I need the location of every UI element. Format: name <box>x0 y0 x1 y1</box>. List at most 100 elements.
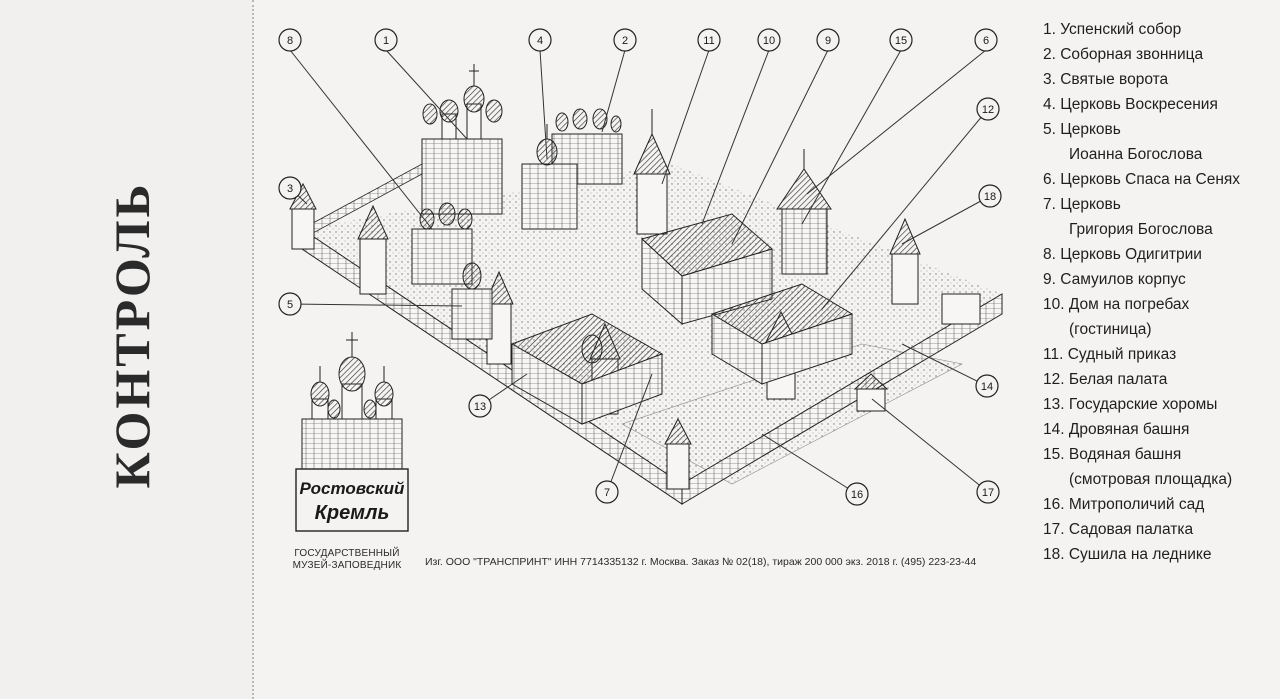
marker-8: 8 <box>278 28 302 52</box>
imprint-text: Изг. ООО "ТРАНСПРИНТ" ИНН 7714335132 г. … <box>425 556 977 568</box>
legend-item: 16. Митрополичий сад <box>1043 492 1275 517</box>
legend-item: 3. Святые ворота <box>1043 67 1275 92</box>
stub-title: КОНТРОЛЬ <box>104 181 160 489</box>
marker-label: 10 <box>763 35 775 47</box>
legend-item-label: 9. Самуилов корпус <box>1043 271 1186 288</box>
marker-label: 6 <box>983 35 989 47</box>
marker-label: 4 <box>537 35 543 47</box>
marker-18: 18 <box>978 184 1002 208</box>
legend-item: 2. Соборная звонница <box>1043 42 1275 67</box>
legend-item-continuation: (смотровая площадка) <box>1069 471 1233 488</box>
marker-1: 1 <box>374 28 398 52</box>
legend-item: 4. Церковь Воскресения <box>1043 92 1275 117</box>
marker-label: 11 <box>703 35 714 47</box>
legend-item: 13. Государские хоромы <box>1043 392 1275 417</box>
marker-5: 5 <box>278 292 302 316</box>
museum-name-line2: МУЗЕЙ-ЗАПОВЕДНИК <box>292 560 402 571</box>
assumption-cathedral <box>421 64 503 215</box>
church-logo-icon <box>295 332 409 532</box>
kremlin-illustration: 8 1 4 2 11 10 9 15 6 12 3 18 5 13 14 7 1… <box>278 28 1003 532</box>
legend-item-label: 4. Церковь Воскресения <box>1043 96 1218 113</box>
marker-label: 16 <box>851 489 863 501</box>
marker-label: 8 <box>287 35 293 47</box>
tsar-chambers <box>510 313 664 425</box>
legend-item: 10. Дом на погребах (гостиница) <box>1043 292 1275 342</box>
marker-label: 15 <box>895 35 907 47</box>
museum-name-line1: ГОСУДАРСТВЕННЫЙ <box>294 548 400 559</box>
legend-item-label: 16. Митрополичий сад <box>1043 496 1205 513</box>
marker-3: 3 <box>278 176 302 200</box>
logo-wordmark-line1: Ростовский <box>300 479 406 498</box>
museum-logo: Ростовский Кремль <box>295 332 409 532</box>
legend-item-label: 18. Сушила на леднике <box>1043 546 1212 563</box>
marker-6: 6 <box>974 28 998 52</box>
legend-item: 6. Церковь Спаса на Сенях <box>1043 167 1275 192</box>
legend-item: 14. Дровяная башня <box>1043 417 1275 442</box>
belfry <box>551 108 623 185</box>
legend-item: 12. Белая палата <box>1043 367 1275 392</box>
legend-item-label: 12. Белая палата <box>1043 371 1168 388</box>
white-chamber <box>710 283 854 385</box>
legend-item-label: 10. Дом на погребах <box>1043 296 1190 313</box>
marker-label: 9 <box>825 35 831 47</box>
church-john <box>451 262 493 340</box>
logo-wordmark-line2: Кремль <box>315 502 390 524</box>
legend-item-label: 8. Церковь Одигитрии <box>1043 246 1202 263</box>
marker-16: 16 <box>845 482 869 506</box>
marker-2: 2 <box>613 28 637 52</box>
museum-name: ГОСУДАРСТВЕННЫЙ МУЗЕЙ-ЗАПОВЕДНИК <box>282 548 412 572</box>
marker-label: 12 <box>982 104 994 116</box>
legend-item-label: 7. Церковь <box>1043 196 1121 213</box>
legend-item: 11. Судный приказ <box>1043 342 1275 367</box>
church-tower <box>633 109 671 235</box>
marker-17: 17 <box>976 480 1000 504</box>
control-stub: КОНТРОЛЬ <box>0 0 252 699</box>
marker-15: 15 <box>889 28 913 52</box>
legend-item-label: 1. Успенский собор <box>1043 21 1182 38</box>
legend-item-continuation: Иоанна Богослова <box>1069 146 1203 163</box>
marker-11: 11 <box>697 28 721 52</box>
marker-13: 13 <box>468 394 492 418</box>
legend-item: 8. Церковь Одигитрии <box>1043 242 1275 267</box>
church-odigitria <box>411 202 473 285</box>
legend-item: 18. Сушила на леднике <box>1043 542 1275 567</box>
legend-item-label: 15. Водяная башня <box>1043 446 1182 463</box>
legend-list: 1. Успенский собор 2. Соборная звонница 3.… <box>1043 17 1275 567</box>
numbered-markers: 8 1 4 2 11 10 9 15 6 12 3 18 5 13 14 7 1… <box>278 28 1002 506</box>
marker-label: 1 <box>383 35 389 47</box>
marker-label: 18 <box>984 191 996 203</box>
legend-item-label: 6. Церковь Спаса на Сенях <box>1043 171 1241 188</box>
church-saviour <box>776 149 832 275</box>
legend-item-label: 3. Святые ворота <box>1043 71 1169 88</box>
marker-label: 7 <box>604 487 610 499</box>
legend-item-continuation: (гостиница) <box>1069 321 1152 338</box>
marker-label: 13 <box>474 401 486 413</box>
marker-9: 9 <box>816 28 840 52</box>
perforation-line <box>252 0 254 699</box>
legend-item-label: 13. Государские хоромы <box>1043 396 1218 413</box>
legend-item-label: 14. Дровяная башня <box>1043 421 1190 438</box>
marker-4: 4 <box>528 28 552 52</box>
marker-10: 10 <box>757 28 781 52</box>
legend-item-label: 11. Судный приказ <box>1043 346 1177 363</box>
legend-item-label: 5. Церковь <box>1043 121 1121 138</box>
legend-item: 1. Успенский собор <box>1043 17 1275 42</box>
marker-14: 14 <box>975 374 999 398</box>
marker-label: 2 <box>622 35 628 47</box>
legend-item-continuation: Григория Богослова <box>1069 221 1213 238</box>
marker-label: 3 <box>287 183 293 195</box>
legend-item: 17. Садовая палатка <box>1043 517 1275 542</box>
marker-7: 7 <box>595 480 619 504</box>
legend-item: 9. Самуилов корпус <box>1043 267 1275 292</box>
legend-item-label: 2. Соборная звонница <box>1043 46 1204 63</box>
legend-item: 15. Водяная башня (смотровая площадка) <box>1043 442 1275 492</box>
marker-label: 14 <box>981 381 993 393</box>
marker-label: 17 <box>982 487 994 499</box>
legend-item-label: 17. Садовая палатка <box>1043 521 1194 538</box>
marker-12: 12 <box>976 97 1000 121</box>
fortress-wall-right <box>681 293 1003 505</box>
marker-label: 5 <box>287 299 293 311</box>
